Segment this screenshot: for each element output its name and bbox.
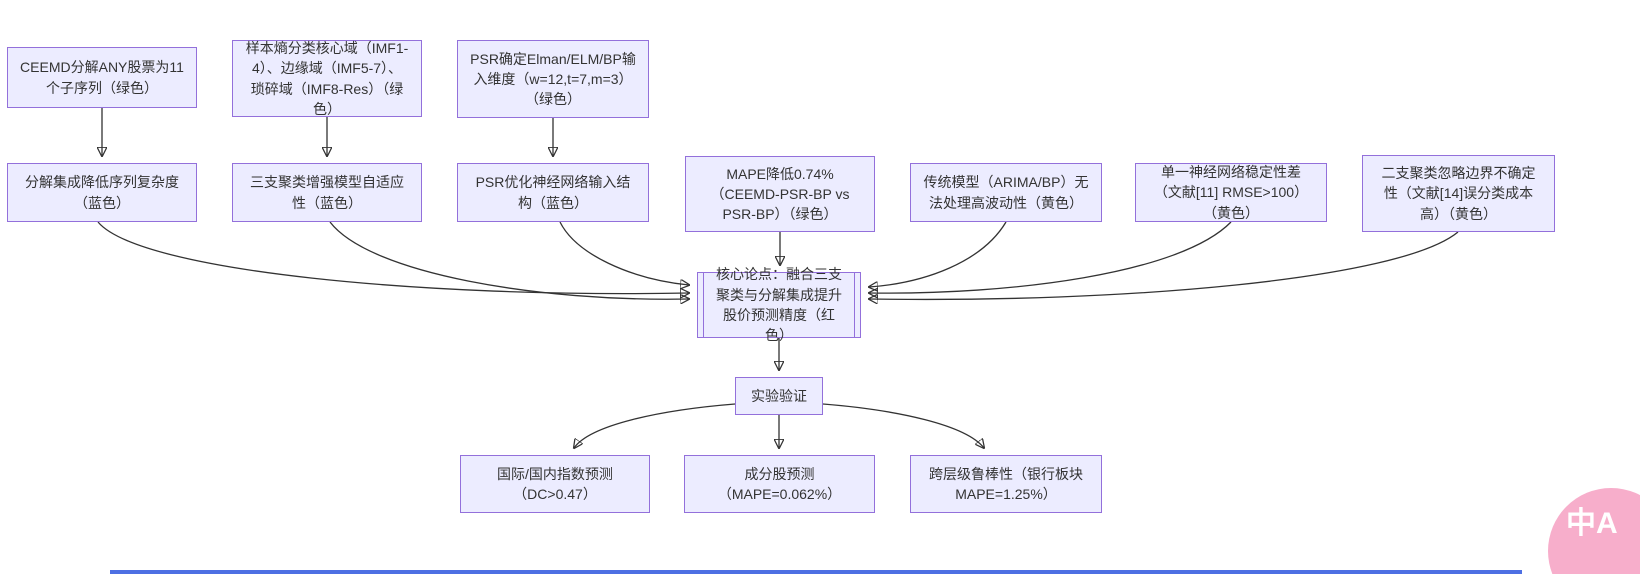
node-core-thesis: 核心论点：融合三支聚类与分解集成提升股价预测精度（红色） xyxy=(697,266,861,343)
node-label: 实验验证 xyxy=(751,387,807,404)
node-psr-structure: PSR优化神经网络输入结构（蓝色） xyxy=(457,163,649,222)
edge-traditional-to-core xyxy=(869,221,1007,287)
node-constituent-prediction: 成分股预测（MAPE=0.062%） xyxy=(684,455,875,513)
edge-experiment-to-index xyxy=(574,403,736,448)
node-three-way-adaptive: 三支聚类增强模型自适应性（蓝色） xyxy=(232,163,422,222)
node-label: 三支聚类增强模型自适应性（蓝色） xyxy=(250,174,404,211)
node-index-prediction: 国际/国内指数预测（DC>0.47） xyxy=(460,455,650,513)
node-two-way-limit: 二支聚类忽略边界不确定性（文献[14]误分类成本高）（黄色） xyxy=(1362,155,1555,232)
node-decomp-complexity: 分解集成降低序列复杂度（蓝色） xyxy=(7,163,197,222)
node-label: CEEMD分解ANY股票为11个子序列（绿色） xyxy=(20,59,184,96)
translate-plugin-button[interactable]: 中A xyxy=(1548,488,1640,574)
node-ceemd-decompose: CEEMD分解ANY股票为11个子序列（绿色） xyxy=(7,47,197,108)
horizontal-scrollbar[interactable] xyxy=(110,570,1522,574)
edge-complexity-to-core xyxy=(97,221,689,294)
node-label: 传统模型（ARIMA/BP）无法处理高波动性（黄色） xyxy=(923,174,1089,211)
node-label: 二支聚类忽略边界不确定性（文献[14]误分类成本高）（黄色） xyxy=(1381,165,1536,222)
edge-twoway-to-core xyxy=(869,231,1459,299)
node-traditional-limit: 传统模型（ARIMA/BP）无法处理高波动性（黄色） xyxy=(910,163,1102,222)
node-psr-dimension: PSR确定Elman/ELM/BP输入维度（w=12,t=7,m=3）（绿色） xyxy=(457,40,649,118)
node-sample-entropy: 样本熵分类核心域（IMF1-4）、边缘域（IMF5-7）、琐碎域（IMF8-Re… xyxy=(232,40,422,117)
subroutine-inner-line xyxy=(703,273,704,337)
edge-adaptive-to-core xyxy=(329,221,689,299)
node-robustness: 跨层级鲁棒性（银行板块 MAPE=1.25%） xyxy=(910,455,1102,513)
edge-structure-to-core xyxy=(559,221,689,285)
edge-experiment-to-robustness xyxy=(822,403,984,448)
node-label: PSR确定Elman/ELM/BP输入维度（w=12,t=7,m=3）（绿色） xyxy=(470,50,636,108)
node-single-nn-unstable: 单一神经网络稳定性差（文献[11] RMSE>100）（黄色） xyxy=(1135,163,1327,222)
node-label: 样本熵分类核心域（IMF1-4）、边缘域（IMF5-7）、琐碎域（IMF8-Re… xyxy=(245,39,409,117)
edge-singlenn-to-core xyxy=(869,221,1232,293)
node-mape-improve: MAPE降低0.74%（CEEMD-PSR-BP vs PSR-BP）（绿色） xyxy=(685,156,875,232)
node-label: 单一神经网络稳定性差（文献[11] RMSE>100）（黄色） xyxy=(1153,164,1309,221)
node-label: 跨层级鲁棒性（银行板块 MAPE=1.25%） xyxy=(929,465,1083,502)
node-label: 核心论点：融合三支聚类与分解集成提升股价预测精度（红色） xyxy=(716,266,842,344)
translate-icon: 中A xyxy=(1566,507,1618,540)
subroutine-inner-line xyxy=(854,273,855,337)
node-label: MAPE降低0.74%（CEEMD-PSR-BP vs PSR-BP）（绿色） xyxy=(710,165,850,223)
node-label: 分解集成降低序列复杂度（蓝色） xyxy=(25,174,179,211)
node-experiment: 实验验证 xyxy=(735,377,823,415)
node-label: 国际/国内指数预测（DC>0.47） xyxy=(497,465,613,502)
node-label: 成分股预测（MAPE=0.062%） xyxy=(717,465,842,502)
node-label: PSR优化神经网络输入结构（蓝色） xyxy=(475,174,631,211)
